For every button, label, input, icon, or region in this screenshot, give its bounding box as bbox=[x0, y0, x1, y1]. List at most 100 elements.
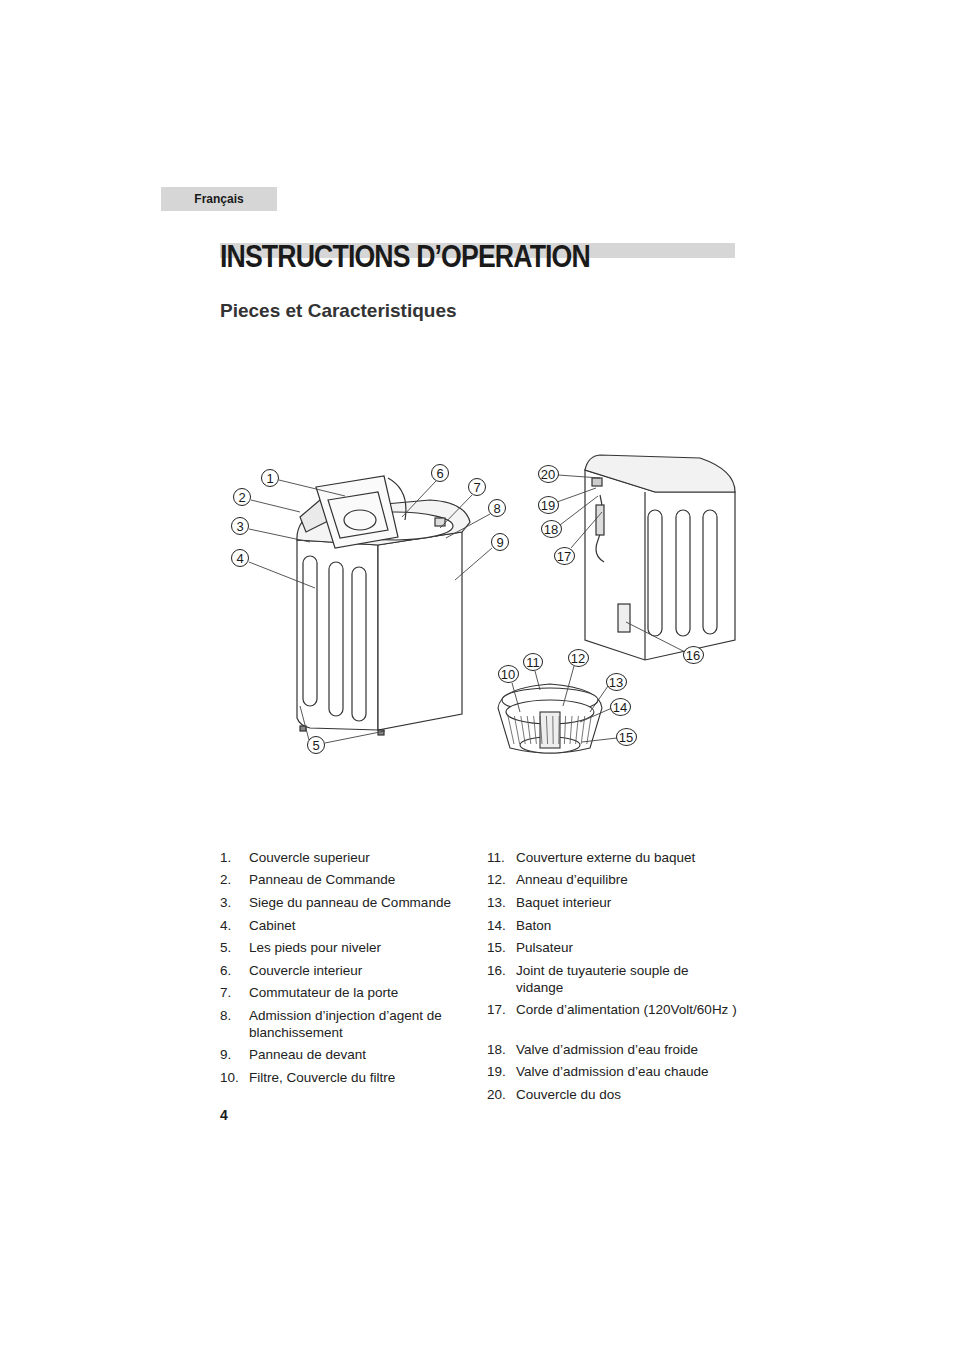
callout-number: 6 bbox=[431, 464, 449, 482]
item-number: 15. bbox=[487, 939, 506, 956]
item-number: 3. bbox=[220, 894, 231, 911]
item-number: 2. bbox=[220, 871, 231, 888]
part-name: Valve d’admission d’eau froide bbox=[516, 1041, 738, 1058]
part-name: Filtre, Couvercle du filtre bbox=[249, 1069, 471, 1086]
part-name: Couverture externe du baquet bbox=[516, 849, 738, 866]
tub-rib bbox=[534, 716, 537, 744]
item-number: 10. bbox=[220, 1069, 239, 1086]
callout-text: 12 bbox=[571, 652, 585, 665]
part-name: Couvercle superieur bbox=[249, 849, 471, 866]
callout-text: 19 bbox=[541, 499, 555, 512]
callout-text: 4 bbox=[236, 552, 243, 565]
tub-rib bbox=[570, 716, 572, 744]
callout-number: 5 bbox=[307, 736, 325, 754]
part-name: Joint de tuyauterie souple de vidange bbox=[516, 962, 738, 996]
callout-number: 17 bbox=[554, 547, 575, 565]
item-number: 12. bbox=[487, 871, 506, 888]
item-number: 16. bbox=[487, 962, 506, 979]
item-number: 7. bbox=[220, 984, 231, 1001]
callout-number: 19 bbox=[538, 496, 559, 514]
callout-number: 11 bbox=[523, 653, 543, 671]
part-name: Baquet interieur bbox=[516, 894, 738, 911]
callout-text: 8 bbox=[493, 502, 500, 515]
callout-text: 14 bbox=[613, 701, 627, 714]
part-name: Panneau de devant bbox=[249, 1046, 471, 1063]
tub-rib bbox=[521, 716, 525, 744]
tub-rib bbox=[587, 716, 591, 744]
tub-ribs bbox=[508, 716, 591, 744]
callout-number: 18 bbox=[541, 520, 562, 538]
callout-text: 20 bbox=[541, 468, 555, 481]
callout-number: 12 bbox=[568, 649, 589, 667]
callout-number: 1 bbox=[261, 469, 279, 487]
item-number: 17. bbox=[487, 1001, 506, 1018]
callout-text: 11 bbox=[526, 656, 540, 669]
item-number: 6. bbox=[220, 962, 231, 979]
callout-number: 8 bbox=[488, 499, 506, 517]
item-number: 20. bbox=[487, 1086, 506, 1103]
tub-rib bbox=[564, 716, 565, 744]
part-name: Corde d’alimentation (120Volt/60Hz ) bbox=[516, 1001, 738, 1018]
part-name: Anneau d’equilibre bbox=[516, 871, 738, 888]
part-name: Siege du panneau de Commande bbox=[249, 894, 471, 911]
item-number: 4. bbox=[220, 917, 231, 934]
leader-lines bbox=[249, 475, 685, 743]
tub-rib bbox=[576, 716, 579, 744]
tub-rib bbox=[546, 716, 547, 744]
callout-text: 18 bbox=[544, 523, 558, 536]
item-number: 5. bbox=[220, 939, 231, 956]
inner-tub bbox=[498, 684, 602, 753]
callout-number: 16 bbox=[683, 646, 704, 664]
callout-text: 5 bbox=[312, 739, 319, 752]
tub-rib bbox=[514, 716, 519, 744]
callout-text: 13 bbox=[609, 676, 623, 689]
callout-text: 16 bbox=[686, 649, 700, 662]
callout-text: 9 bbox=[496, 536, 503, 549]
callout-number: 3 bbox=[231, 517, 249, 535]
part-name: Couvercle interieur bbox=[249, 962, 471, 979]
part-name: Couvercle du dos bbox=[516, 1086, 738, 1103]
callout-number: 9 bbox=[491, 533, 509, 551]
part-name: Cabinet bbox=[249, 917, 471, 934]
callout-number: 14 bbox=[610, 698, 631, 716]
item-number: 13. bbox=[487, 894, 506, 911]
rear-washer bbox=[585, 455, 735, 660]
callout-text: 15 bbox=[619, 731, 633, 744]
item-number: 19. bbox=[487, 1063, 506, 1080]
front-washer bbox=[297, 476, 470, 735]
item-number: 9. bbox=[220, 1046, 231, 1063]
part-name: Pulsateur bbox=[516, 939, 738, 956]
callout-text: 1 bbox=[266, 472, 273, 485]
callout-number: 10 bbox=[498, 665, 519, 683]
part-name: Admission d’injection d’agent de blanchi… bbox=[249, 1007, 471, 1041]
language-tab: Français bbox=[161, 187, 277, 211]
part-name: Baton bbox=[516, 917, 738, 934]
callout-number: 15 bbox=[616, 728, 637, 746]
part-name: Valve d’admission d’eau chaude bbox=[516, 1063, 738, 1080]
item-number: 1. bbox=[220, 849, 231, 866]
part-name: Commutateur de la porte bbox=[249, 984, 471, 1001]
callout-text: 10 bbox=[501, 668, 515, 681]
callout-number: 2 bbox=[233, 488, 251, 506]
tub-rib bbox=[540, 716, 542, 744]
callout-number: 7 bbox=[468, 478, 486, 496]
tub-rib bbox=[508, 716, 514, 744]
part-name: Les pieds pour niveler bbox=[249, 939, 471, 956]
callout-text: 2 bbox=[238, 491, 245, 504]
item-number: 14. bbox=[487, 917, 506, 934]
page-title: INSTRUCTIONS D’OPERATION bbox=[220, 239, 590, 275]
callout-text: 6 bbox=[436, 467, 443, 480]
item-number: 8. bbox=[220, 1007, 231, 1024]
section-heading: Pieces et Caracteristiques bbox=[220, 300, 457, 322]
page-number: 4 bbox=[220, 1107, 228, 1123]
part-name: Panneau de Commande bbox=[249, 871, 471, 888]
item-number: 18. bbox=[487, 1041, 506, 1058]
item-number: 11. bbox=[487, 849, 505, 866]
callout-number: 4 bbox=[231, 549, 249, 567]
tub-rib bbox=[527, 716, 531, 744]
tub-rib bbox=[552, 716, 553, 744]
tub-rib bbox=[558, 716, 559, 744]
tab-label: Français bbox=[194, 192, 243, 206]
callout-number: 20 bbox=[538, 465, 559, 483]
